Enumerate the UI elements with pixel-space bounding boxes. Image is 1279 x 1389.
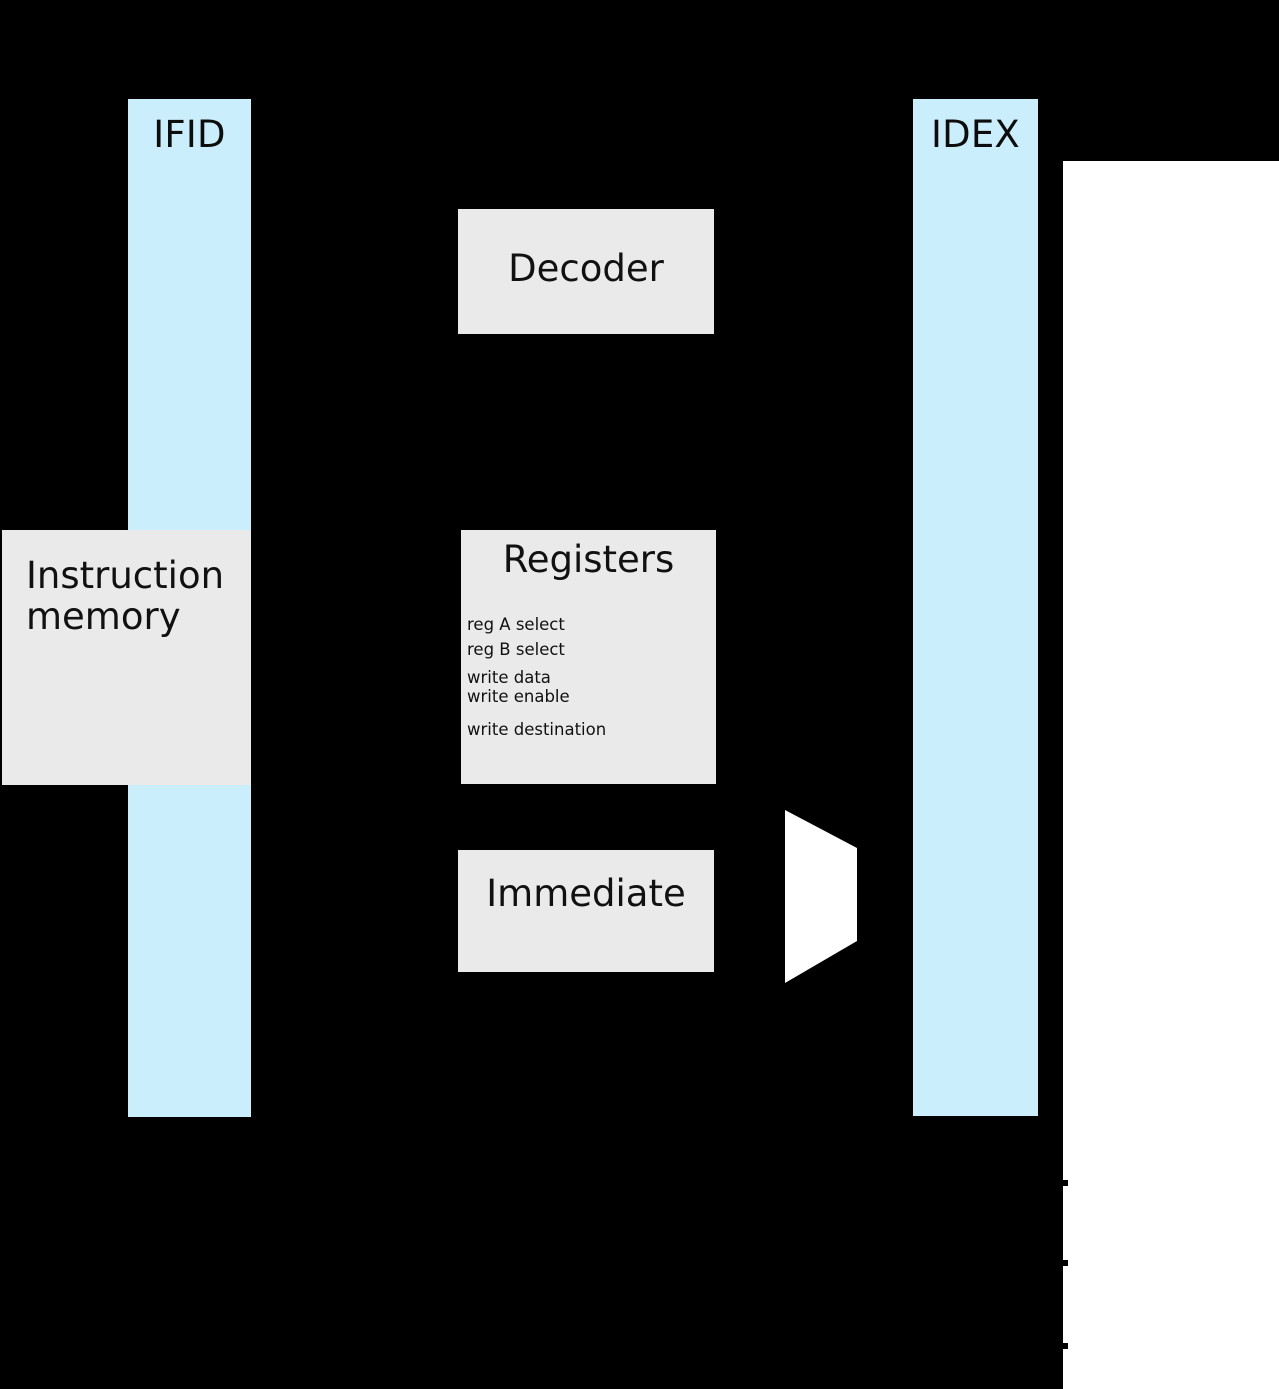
registers-port-reg-a-select: reg A select xyxy=(467,615,565,634)
unit-immediate-title: Immediate xyxy=(486,872,686,915)
unit-registers: Registers reg A select reg B select writ… xyxy=(461,530,716,784)
unit-instruction-memory: Instruction memory xyxy=(2,530,251,785)
registers-port-write-data: write data xyxy=(467,668,551,687)
unit-immediate: Immediate xyxy=(458,850,714,972)
registers-port-write-destination: write destination xyxy=(467,720,607,739)
unit-mux xyxy=(785,810,859,985)
registers-port-reg-b-select: reg B select xyxy=(467,640,565,659)
pipeline-register-idex-label: IDEX xyxy=(931,113,1020,156)
unit-instruction-memory-title: Instruction memory xyxy=(26,554,225,638)
unit-decoder-title: Decoder xyxy=(508,247,664,290)
edge-nub-3 xyxy=(1063,1343,1068,1349)
pipeline-register-ifid-label: IFID xyxy=(153,113,226,156)
edge-nub-2 xyxy=(1063,1260,1068,1266)
pipeline-register-idex: IDEX xyxy=(913,99,1038,1116)
edge-nub-1 xyxy=(1063,1180,1068,1186)
registers-port-write-enable: write enable xyxy=(467,687,570,706)
right-white-panel xyxy=(1063,161,1279,1389)
unit-registers-title: Registers xyxy=(502,538,675,581)
unit-decoder: Decoder xyxy=(458,209,714,334)
mux-shape-icon xyxy=(785,810,857,983)
